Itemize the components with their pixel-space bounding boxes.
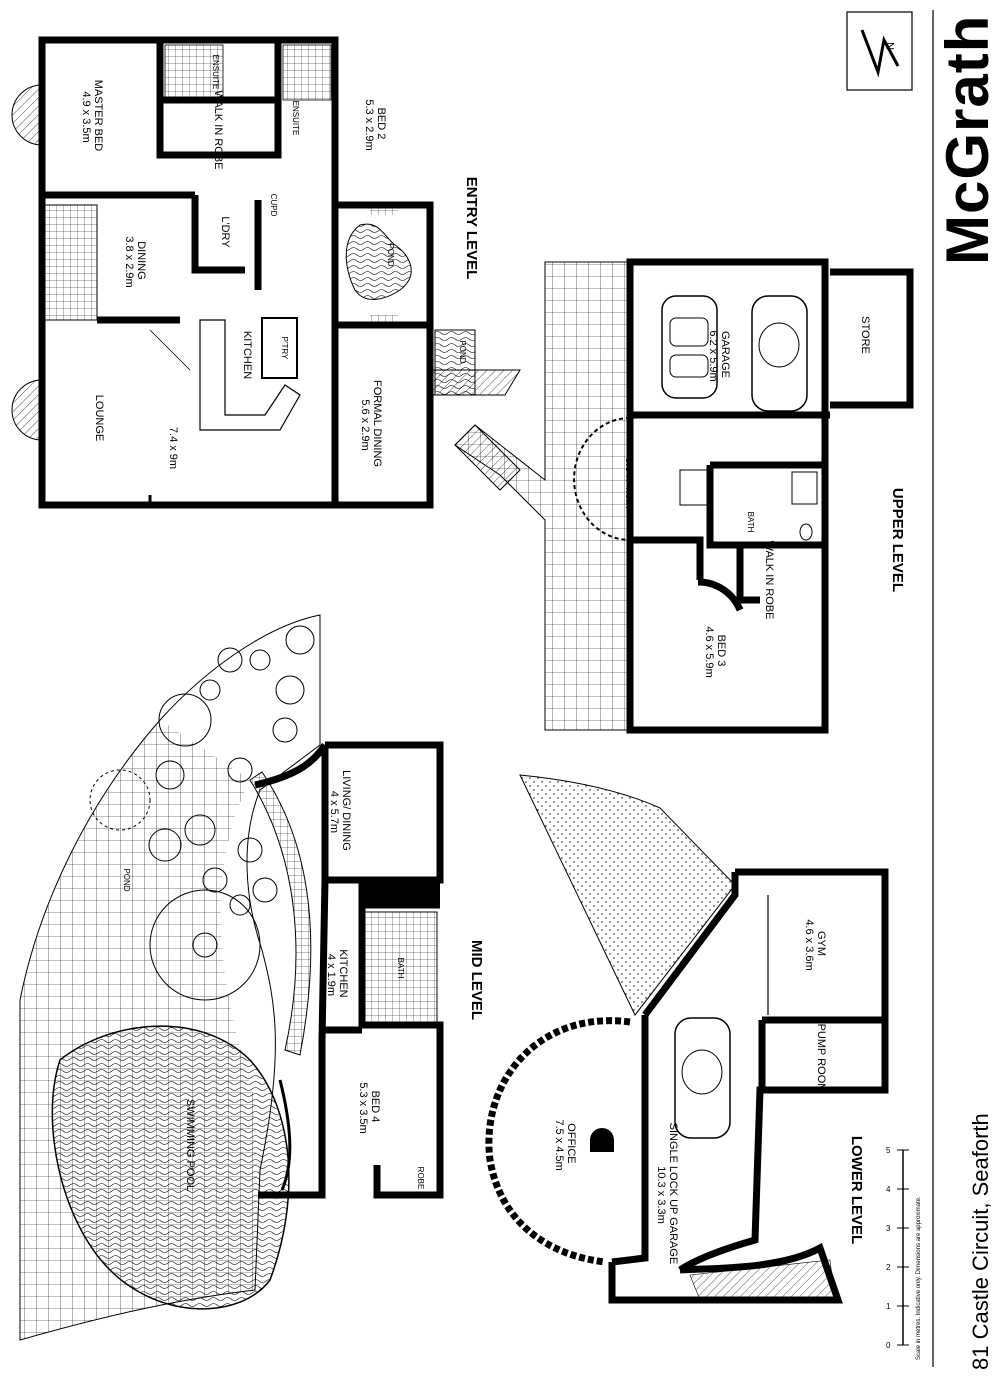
room-label: BED 3	[715, 635, 727, 667]
car-icon	[674, 1017, 731, 1139]
room-label: POND	[386, 243, 395, 266]
room-label: GYM	[815, 931, 827, 956]
room-size: 4.6 x 3.6m	[803, 919, 815, 970]
level-label: ENTRY LEVEL	[463, 177, 480, 280]
svg-text:BED 4 5.3 x 3.5m: BED 4 5.3 x 3.5m	[357, 1082, 381, 1133]
north-arrow-icon: N	[846, 11, 913, 91]
level-label: UPPER LEVEL	[889, 488, 906, 592]
room-label: OFFICE	[565, 1123, 577, 1163]
mid-level-plan: LIVING/ DINING 4 x 5.7m KITCHEN 4 x 1.9m…	[19, 614, 485, 1341]
room-label: P'TRY	[280, 337, 289, 360]
room-size: 3.5 x 4.3m	[623, 457, 635, 508]
svg-text:GYM 4.6 x 3.6m: GYM 4.6 x 3.6m	[803, 919, 827, 970]
svg-text:FORMAL DINING 5.6 x 2.9m: FORMAL DINING 5.6 x 2.9m	[359, 380, 383, 470]
entry-level-plan: MASTER BED 4.9 x 3.5m ENSUITE WALK IN RO…	[11, 36, 521, 509]
svg-text:GARAGE 6.2 x 5.9m: GARAGE 6.2 x 5.9m	[707, 330, 731, 381]
room-label: WALK IN ROBE	[763, 540, 775, 619]
svg-text:BED 3 4.6 x 5.9m: BED 3 4.6 x 5.9m	[703, 626, 727, 677]
room-label: FORMAL DINING	[371, 380, 383, 467]
scale-bar: 0 1 2 3 4 5	[886, 1146, 909, 1350]
brand-strip: N McGrath 81 Castle Circuit, Seaforth Sc…	[846, 10, 1000, 1370]
room-label: ENSUITE	[211, 55, 220, 90]
scale-disclaimer: Scale in metres. Indicative only. Dimens…	[916, 1196, 922, 1360]
room-size: 4 x 1.9m	[325, 954, 337, 996]
svg-text:DINING 3.8 x 2.9m: DINING 3.8 x 2.9m	[123, 236, 147, 287]
scale-tick-label: 2	[886, 1263, 891, 1272]
room-label: BATH	[746, 512, 755, 533]
scale-tick-label: 4	[886, 1185, 891, 1194]
scale-tick-label: 0	[886, 1341, 891, 1350]
scale-tick-label: 1	[886, 1302, 891, 1311]
level-label: MID LEVEL	[468, 940, 485, 1020]
room-label: GARAGE	[719, 331, 731, 378]
level-label: LOWER LEVEL	[848, 1136, 865, 1244]
room-size: 4.9 x 3.5m	[80, 91, 92, 142]
room-size: 5.3 x 3.5m	[357, 1082, 369, 1133]
svg-text:MASTER BED 4.9 x 3.5m: MASTER BED 4.9 x 3.5m	[80, 80, 104, 155]
room-label: ROBE	[416, 1167, 425, 1190]
room-label: SINGLE LOCK UP GARAGE	[667, 1123, 679, 1265]
room-label: PUMP ROOM	[815, 1024, 827, 1093]
room-size: 3.8 x 2.9m	[123, 236, 135, 287]
svg-text:KITCHEN 4 x 1.9m: KITCHEN 4 x 1.9m	[325, 949, 349, 1000]
room-size: 5.6 x 2.9m	[359, 399, 371, 450]
room-label: L'DRY	[219, 216, 231, 248]
room-label: ENSUITE	[291, 101, 300, 136]
room-label: WALK IN ROBE	[212, 90, 224, 169]
car-icon	[751, 295, 808, 412]
room-label: KITCHEN	[337, 949, 349, 997]
room-label: POND	[122, 868, 131, 891]
room-label: LOUNGE	[93, 395, 105, 441]
scale-tick-label: 3	[886, 1224, 891, 1233]
upper-level-plan: GARAGE 6.2 x 5.9m STORE 3.5 x 4.3m BATH …	[454, 258, 914, 734]
scale-tick-label: 5	[886, 1146, 891, 1155]
svg-text:OFFICE 7.5 x 4.5m: OFFICE 7.5 x 4.5m	[553, 1119, 577, 1170]
room-label: STORE	[859, 316, 871, 354]
svg-text:SINGLE LOCK UP GARAGE 10: SINGLE LOCK UP GARAGE 10.3 x 3.3m	[655, 1123, 679, 1268]
room-label: SWIMMING POOL	[184, 1099, 196, 1191]
room-size: 4.6 x 5.9m	[703, 626, 715, 677]
room-label: CUPD	[269, 194, 278, 217]
room-size: 5.3 x 2.9m	[363, 99, 375, 150]
car-icon	[661, 295, 718, 399]
room-label: LIVING/ DINING	[340, 770, 352, 851]
room-label: KITCHEN	[241, 331, 253, 379]
svg-text:N: N	[885, 42, 897, 50]
room-size: 6.2 x 5.9m	[707, 330, 719, 381]
room-label: POND	[458, 340, 467, 363]
room-label: DINING	[135, 241, 147, 280]
room-size: 10.3 x 3.3m	[655, 1166, 667, 1223]
garden-plant-icon	[89, 625, 315, 916]
svg-text:LIVING/ DINING 4 x 5.7m: LIVING/ DINING 4 x 5.7m	[328, 770, 352, 854]
lower-level-plan: GYM 4.6 x 3.6m PUMP ROOM OFFICE 7.5 x 4.…	[485, 774, 889, 1304]
brand-logo: McGrath	[934, 15, 1000, 265]
room-label: BED 2	[375, 108, 387, 140]
room-label: BATH	[396, 958, 405, 979]
svg-text:BED 2 5.3 x 2.9m: BED 2 5.3 x 2.9m	[363, 99, 387, 150]
room-label: MASTER BED	[92, 80, 104, 152]
room-label: BED 4	[369, 1091, 381, 1123]
room-size: 7.4 x 9m	[167, 427, 179, 469]
room-size: 7.5 x 4.5m	[553, 1119, 565, 1170]
svg-text:3.5 x 4.3m: 3.5 x 4.3m	[623, 457, 635, 508]
property-address: 81 Castle Circuit, Seaforth	[968, 1113, 993, 1370]
room-size: 4 x 5.7m	[328, 791, 340, 833]
